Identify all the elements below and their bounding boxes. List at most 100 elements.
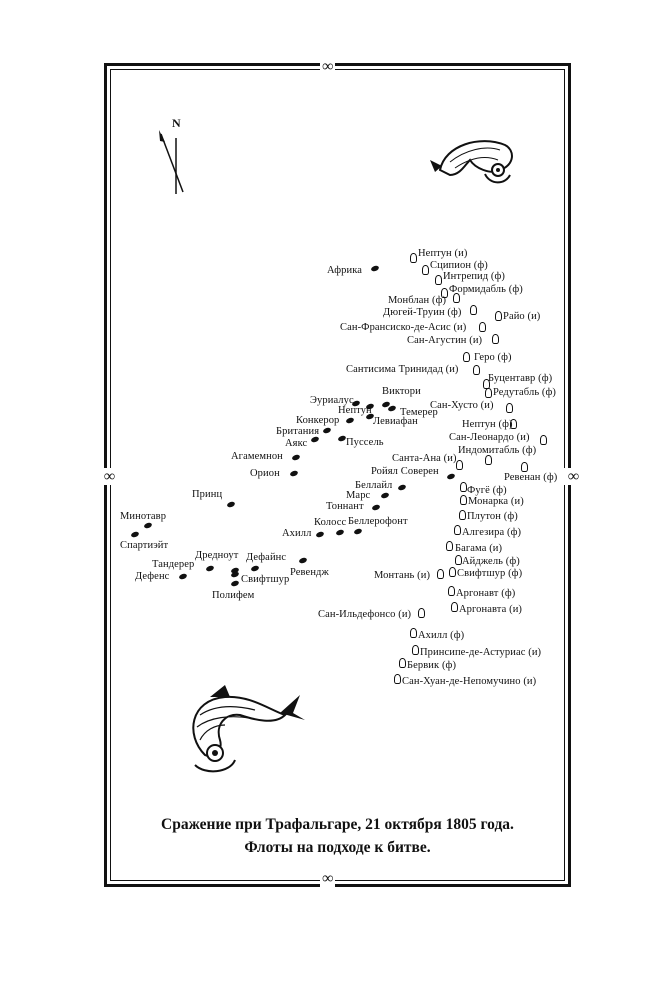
british_fleet-ship-label: Нептун — [338, 405, 372, 416]
british_fleet-ship-label: Орион — [250, 468, 280, 479]
combined-fleet-ship-icon — [540, 435, 547, 445]
combined-fleet-ship-icon — [485, 455, 492, 465]
combined-fleet-ship-icon — [510, 419, 517, 429]
combined_fleet-ship-label: Багама (и) — [455, 543, 503, 554]
combined-fleet-ship-icon — [448, 586, 455, 596]
combined_fleet-ship-label: Редутабль (ф) — [493, 387, 557, 398]
combined_fleet-ship-label: Бервик (ф) — [407, 660, 457, 671]
combined_fleet-ship-label: Сан-Хусто (и) — [430, 400, 494, 411]
combined_fleet-ship-label: Сан-Хуан-де-Непомучино (и) — [402, 676, 537, 687]
british_fleet-ship-label: Тоннант — [326, 501, 364, 512]
compass-north-label: N — [172, 116, 181, 130]
combined-fleet-ship-icon — [437, 569, 444, 579]
combined-fleet-ship-icon — [506, 403, 513, 413]
combined-fleet-ship-icon — [410, 253, 417, 263]
combined-fleet-ship-icon — [460, 495, 467, 505]
combined_fleet-ship-label: Монтань (и) — [374, 570, 431, 581]
british_fleet-ship-label: Колосс — [314, 517, 347, 528]
combined-fleet-ship-icon — [412, 645, 419, 655]
combined_fleet-ship-label: Ревенан (ф) — [504, 472, 558, 483]
british_fleet-ship-label: Принц — [192, 489, 223, 500]
british_fleet-ship-label: Беллерофонт — [348, 516, 408, 527]
british_fleet-ship-label: Дефайнс — [246, 552, 287, 563]
british_fleet-ship-label: Виктори — [382, 386, 421, 397]
british_fleet-ship-label: Пуссель — [346, 437, 384, 448]
combined_fleet-ship-label: Алгезира (ф) — [462, 527, 522, 538]
british_fleet-ship-label: Аякс — [285, 438, 308, 449]
combined_fleet-ship-label: Формидабль (ф) — [449, 284, 523, 295]
combined-fleet-ship-icon — [495, 311, 502, 321]
combined-fleet-ship-icon — [470, 305, 477, 315]
caption-subtitle: Флоты на подходе к битве. — [244, 839, 431, 856]
combined-fleet-ship-icon — [492, 334, 499, 344]
combined-fleet-ship-icon — [463, 352, 470, 362]
combined-fleet-ship-icon — [453, 293, 460, 303]
british_fleet-ship-label: Тандерер — [152, 559, 195, 570]
british_fleet-ship-label: Ревендж — [290, 567, 329, 578]
british_fleet-ship-label: Полифем — [212, 590, 255, 601]
combined-fleet-ship-icon — [473, 365, 480, 375]
british_fleet-ship-label: Левиафан — [373, 416, 418, 427]
british_fleet-ship-label: Дефенс — [135, 571, 170, 582]
combined-fleet-ship-icon — [410, 628, 417, 638]
combined_fleet-ship-label: Нептун (ф) — [462, 419, 513, 430]
combined_fleet-ship-label: Сципион (ф) — [430, 260, 488, 271]
combined-fleet-ship-icon — [399, 658, 406, 668]
combined_fleet-ship-label: Плутон (ф) — [467, 511, 518, 522]
british_fleet-ship-label: Минотавр — [120, 511, 167, 522]
combined_fleet-ship-label: Монблан (ф) — [388, 295, 447, 306]
combined-fleet-ship-icon — [455, 555, 462, 565]
combined-fleet-ship-icon — [435, 275, 442, 285]
combined_fleet-ship-label: Фугё (ф) — [467, 485, 507, 496]
combined_fleet-ship-label: Сан-Агустин (и) — [407, 335, 483, 346]
caption-title: Сражение при Трафальгаре, 21 октября 180… — [161, 816, 514, 833]
combined-fleet-ship-icon — [451, 602, 458, 612]
british_fleet-ship-label: Беллайл — [355, 480, 393, 491]
compass-arrow-icon — [159, 130, 184, 194]
combined-fleet-ship-icon — [459, 510, 466, 520]
british_fleet-ship-label: Эуриалус — [310, 395, 354, 406]
combined_fleet-ship-label: Буцентавр (ф) — [488, 373, 553, 384]
combined-fleet-ship-icon — [454, 525, 461, 535]
combined-fleet-ship-icon — [446, 541, 453, 551]
combined_fleet-ship-label: Айджель (ф) — [462, 556, 520, 567]
combined_fleet-ship-label: Райо (и) — [503, 311, 541, 322]
frame-ornament-bottom: ∞ — [320, 870, 336, 887]
combined-fleet-ship-icon — [456, 460, 463, 470]
frame-ornament-right: ∞ — [563, 468, 583, 485]
combined-fleet-ship-icon — [485, 388, 492, 398]
combined_fleet-ship-label: Санта-Ана (и) — [392, 453, 457, 464]
dolphin-illustration-bottom — [192, 685, 305, 773]
british_fleet-ship-label: Темерер — [400, 407, 438, 418]
frame-ornament-top: ∞ — [320, 58, 336, 75]
british_fleet-ship-label: Ройял Соверен — [371, 466, 439, 477]
combined-fleet-ship-icon — [418, 608, 425, 618]
british_fleet-ship-label: Ахилл — [282, 528, 312, 539]
british_fleet-ship-label: Марс — [346, 490, 371, 501]
british_fleet-ship-label: Агамемнон — [231, 451, 283, 462]
combined_fleet-ship-label: Геро (ф) — [474, 352, 512, 363]
combined_fleet-ship-label: Аргонавта (и) — [459, 604, 523, 615]
combined_fleet-ship-label: Сан-Франсиско-де-Асис (и) — [340, 322, 467, 333]
combined_fleet-ship-label: Ахилл (ф) — [418, 630, 465, 641]
british_fleet-ship-label: Британия — [276, 426, 320, 437]
combined_fleet-ship-label: Дюгей-Труин (ф) — [383, 307, 462, 318]
combined_fleet-ship-label: Принсипе-де-Астуриас (и) — [420, 647, 542, 658]
combined_fleet-ship-label: Индомитабль (ф) — [458, 445, 537, 456]
combined_fleet-ship-label: Сан-Ильдефонсо (и) — [318, 609, 412, 620]
combined-fleet-ship-icon — [449, 567, 456, 577]
combined-fleet-ship-icon — [422, 265, 429, 275]
combined-fleet-ship-icon — [394, 674, 401, 684]
combined_fleet-ship-label: Аргонавт (ф) — [456, 588, 516, 599]
british_fleet-ship-label: Спартиэйт — [120, 540, 169, 551]
combined_fleet-ship-label: Интрепид (ф) — [443, 271, 506, 282]
combined_fleet-ship-label: Монарка (и) — [468, 496, 524, 507]
british_fleet-ship-label: Конкерор — [296, 415, 340, 426]
combined-fleet-ship-icon — [521, 462, 528, 472]
combined-fleet-ship-icon — [441, 288, 448, 298]
combined_fleet-ship-label: Сантисима Тринидад (и) — [346, 364, 459, 375]
combined_fleet-ship-label: Свифтшур (ф) — [457, 568, 523, 579]
combined-fleet-ship-icon — [479, 322, 486, 332]
british_fleet-ship-label: Свифтшур — [241, 574, 290, 585]
dolphin-illustration-top — [430, 140, 513, 184]
